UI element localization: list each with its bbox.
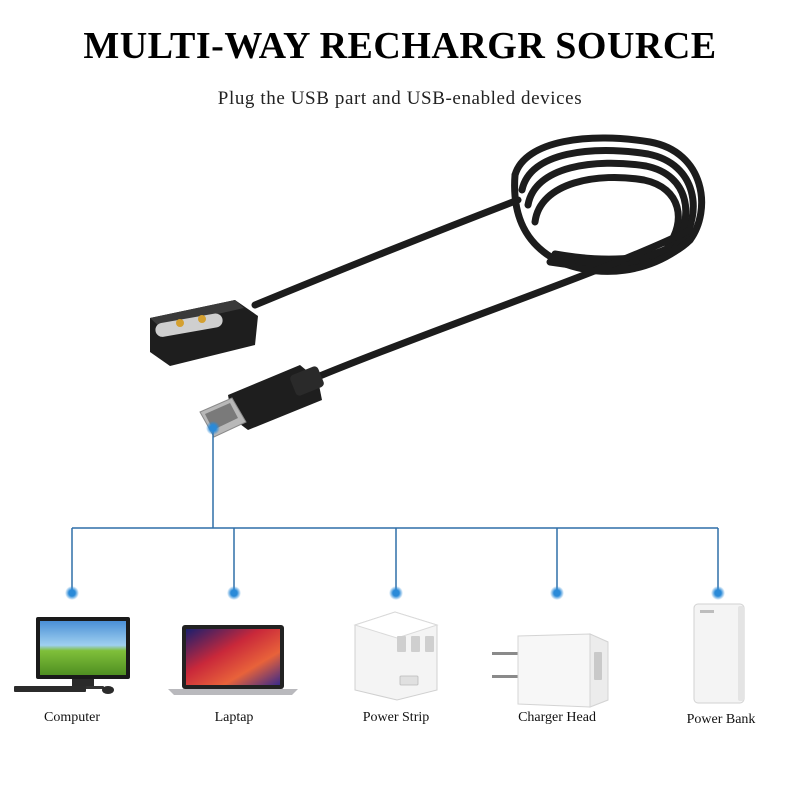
usbc-connector-icon [199,365,324,438]
power-strip-icon [353,611,439,701]
page-subtitle: Plug the USB part and USB-enabled device… [217,88,583,109]
power-bank-icon [693,603,745,704]
connection-tree [71,428,719,593]
device-label-computer: Computer [44,710,100,725]
laptop-icon [168,625,298,695]
device-label-charger-head: Charger Head [518,710,596,725]
charger-head-icon [492,633,609,708]
page-title: MULTI-WAY RECHARGR SOURCE [83,25,717,67]
device-label-power-strip: Power Strip [362,710,430,725]
device-label-laptop: Laptap [214,710,254,725]
magnetic-connector-icon [150,300,258,366]
cable-to-usbc [311,226,694,382]
computer-icon [14,617,130,694]
cable-to-magnetic-connector [251,196,522,309]
device-label-power-bank: Power Bank [686,712,756,727]
connection-nodes [65,421,725,600]
cable-coil [511,134,706,275]
